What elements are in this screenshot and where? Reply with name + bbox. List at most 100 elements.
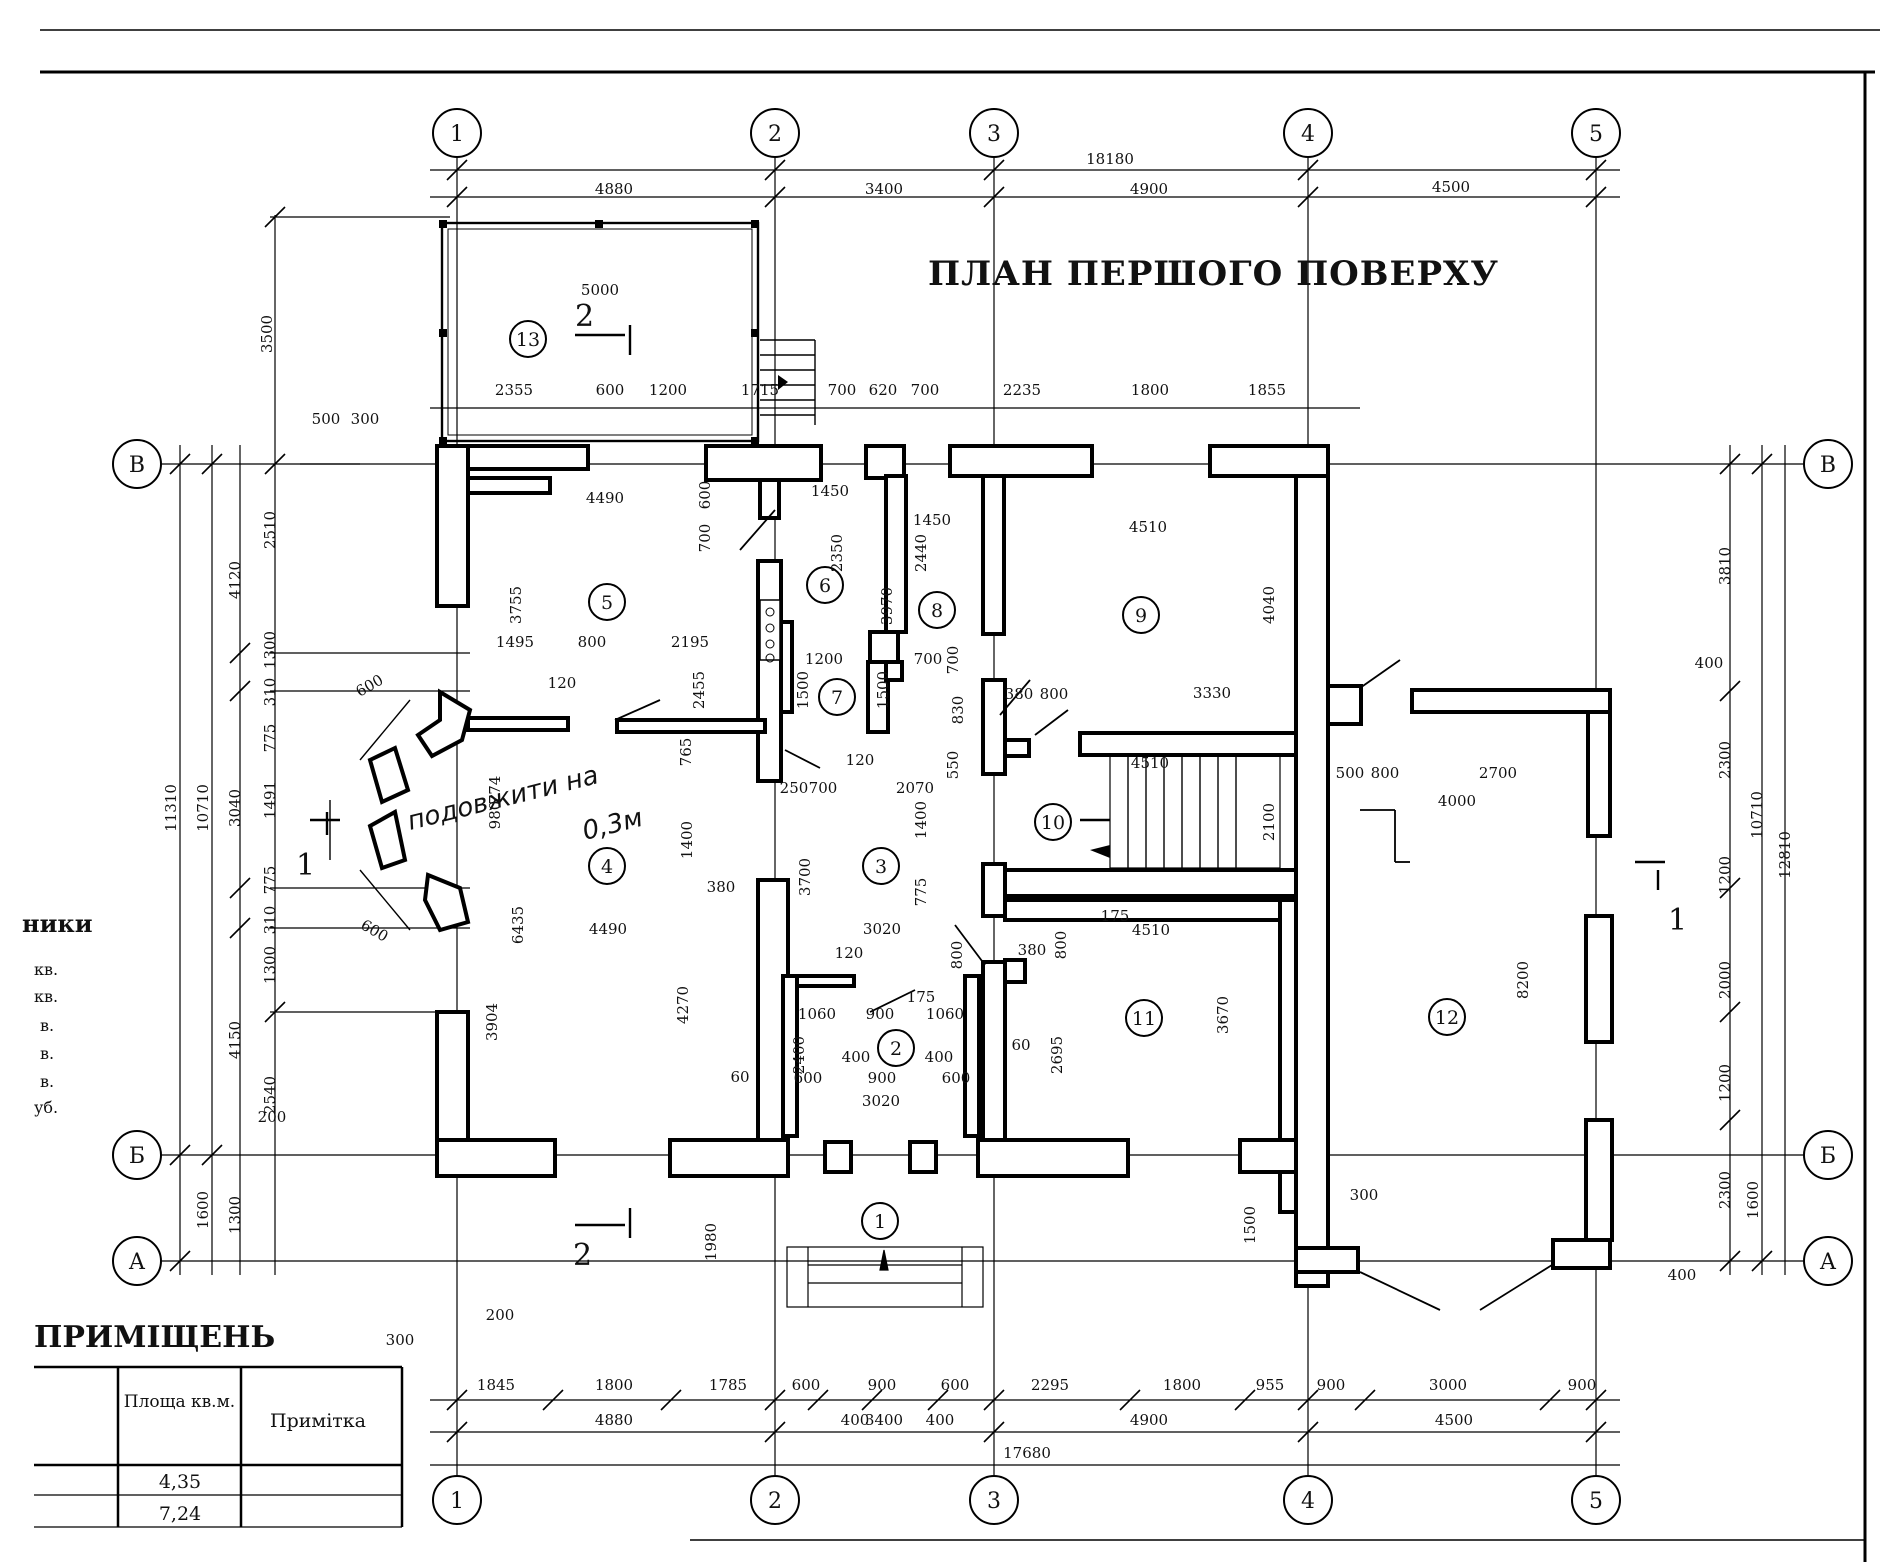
dim-text: 2100 bbox=[1260, 803, 1278, 841]
dim-text: 800 bbox=[1052, 931, 1070, 960]
dim-text: 17680 bbox=[1003, 1444, 1051, 1462]
dim-text: 4880 bbox=[595, 1411, 633, 1429]
dim-text: 1500 bbox=[1241, 1206, 1259, 1244]
axis-label: 3 bbox=[987, 1489, 1001, 1514]
dim-text: 4000 bbox=[1438, 792, 1476, 810]
dim-text: 2540 bbox=[261, 1076, 279, 1114]
dim-text: 3020 bbox=[863, 920, 901, 938]
dim-text: 1800 bbox=[1163, 1376, 1201, 1394]
dim-text: 500 bbox=[1336, 764, 1365, 782]
dim-text: 4510 bbox=[1129, 518, 1167, 536]
dim-text: 1785 bbox=[709, 1376, 747, 1394]
axis-bubble bbox=[112, 1236, 162, 1286]
room-table-title: ПРИМІЩЕНЬ bbox=[34, 1320, 275, 1355]
dim-text: 4900 bbox=[1130, 1411, 1168, 1429]
dim-text: 310 bbox=[261, 678, 279, 707]
legend-item: кв. bbox=[34, 987, 58, 1006]
dim-text: 1400 bbox=[912, 801, 930, 839]
bay-window bbox=[329, 688, 473, 933]
dim-text: 300 bbox=[351, 410, 380, 428]
dim-text: 955 bbox=[1256, 1376, 1285, 1394]
dim-text: 1495 bbox=[496, 633, 534, 651]
dim-text: 4500 bbox=[1432, 178, 1470, 196]
dim-text: 1600 bbox=[1744, 1181, 1762, 1219]
axis-label: 4 bbox=[1301, 1489, 1315, 1514]
dim-text: 600 bbox=[596, 381, 625, 399]
axis-bubble bbox=[1283, 1475, 1333, 1525]
dim-text: 2355 bbox=[495, 381, 533, 399]
axis-label: Б bbox=[129, 1144, 145, 1169]
dim-text: 600 bbox=[941, 1376, 970, 1394]
dim-text: 3970 bbox=[878, 587, 896, 625]
legend-item: в. bbox=[40, 1016, 54, 1035]
dim-text: 175 bbox=[1101, 907, 1130, 925]
dim-text: 700 bbox=[944, 646, 962, 675]
dim-text: 11310 bbox=[162, 784, 180, 832]
dim-text: 900 bbox=[866, 1005, 895, 1023]
legend-item: в. bbox=[40, 1072, 54, 1091]
dim-text: 3500 bbox=[258, 315, 276, 353]
dim-text: 1800 bbox=[1131, 381, 1169, 399]
section-label: 1 bbox=[296, 848, 315, 883]
room-number: 7 bbox=[831, 687, 843, 709]
dim-text: 800 bbox=[1040, 685, 1069, 703]
dim-text: 900 bbox=[868, 1069, 897, 1087]
dimensions-bottom: 1845 1800 1785 600 900 600 2295 1800 955… bbox=[386, 1306, 1597, 1462]
dim-text: 1500 bbox=[874, 671, 892, 709]
room-number: 6 bbox=[819, 575, 831, 597]
dim-text: 1200 bbox=[1716, 1064, 1734, 1102]
section-mark-labels: 2 2 1 1 bbox=[296, 299, 1687, 1273]
dim-text: 2350 bbox=[828, 534, 846, 572]
dim-text: 3810 bbox=[1716, 547, 1734, 585]
legend-heading: ники bbox=[22, 909, 93, 938]
axis-label: В bbox=[129, 453, 145, 478]
dim-text: 400 bbox=[841, 1411, 870, 1429]
entrance-steps bbox=[786, 1246, 984, 1308]
dim-text: 380 bbox=[1018, 941, 1047, 959]
dim-text: 1400 bbox=[678, 821, 696, 859]
axis-label: 3 bbox=[987, 122, 1001, 147]
dim-text: 2695 bbox=[1048, 1036, 1066, 1074]
dim-text: 60 bbox=[730, 1068, 749, 1086]
dim-text: 1800 bbox=[595, 1376, 633, 1394]
room-bubbles bbox=[509, 320, 1466, 1240]
note-line-2: 0,3м bbox=[579, 803, 645, 847]
axis-label: 4 bbox=[1301, 122, 1315, 147]
dim-text: 600 bbox=[942, 1069, 971, 1087]
dim-text: 6435 bbox=[509, 906, 527, 944]
dim-text: 12810 bbox=[1776, 831, 1794, 879]
dim-text: 700 bbox=[828, 381, 857, 399]
dim-text: 3400 bbox=[865, 1411, 903, 1429]
axis-bubble bbox=[1283, 108, 1333, 158]
axis-label: А bbox=[129, 1250, 146, 1275]
dim-text: 4120 bbox=[226, 561, 244, 599]
dim-text: 1450 bbox=[811, 482, 849, 500]
dim-text: 4040 bbox=[1260, 586, 1278, 624]
dim-text: 3000 bbox=[1429, 1376, 1467, 1394]
dim-text: 1450 bbox=[913, 511, 951, 529]
dim-text: 400 bbox=[842, 1048, 871, 1066]
room-number: 4 bbox=[601, 856, 613, 878]
dim-text: 700 bbox=[696, 524, 714, 553]
dim-text: 2440 bbox=[912, 534, 930, 572]
dim-text: 1845 bbox=[477, 1376, 515, 1394]
dimension-ticks bbox=[169, 159, 1773, 1443]
axis-bubble bbox=[112, 1130, 162, 1180]
dim-text: 3020 bbox=[862, 1092, 900, 1110]
dim-text: 310 bbox=[261, 906, 279, 935]
dim-text: 2300 bbox=[1716, 1171, 1734, 1209]
dim-text: 3700 bbox=[796, 858, 814, 896]
dim-text: 4510 bbox=[1131, 754, 1169, 772]
axis-grid bbox=[155, 158, 1805, 1478]
dim-text: 980 bbox=[486, 801, 504, 830]
room-number: 2 bbox=[890, 1038, 902, 1060]
axis-bubble bbox=[1803, 1236, 1853, 1286]
room-numbers: 1 2 3 4 5 6 7 8 9 10 11 12 13 bbox=[516, 329, 1459, 1233]
dim-text: 1200 bbox=[805, 650, 843, 668]
axis-label: 2 bbox=[768, 122, 782, 147]
section-label: 2 bbox=[575, 299, 594, 334]
room-number: 13 bbox=[516, 329, 540, 351]
axis-label: 1 bbox=[450, 122, 464, 147]
axis-bubble bbox=[969, 1475, 1019, 1525]
room-number: 3 bbox=[875, 856, 887, 878]
